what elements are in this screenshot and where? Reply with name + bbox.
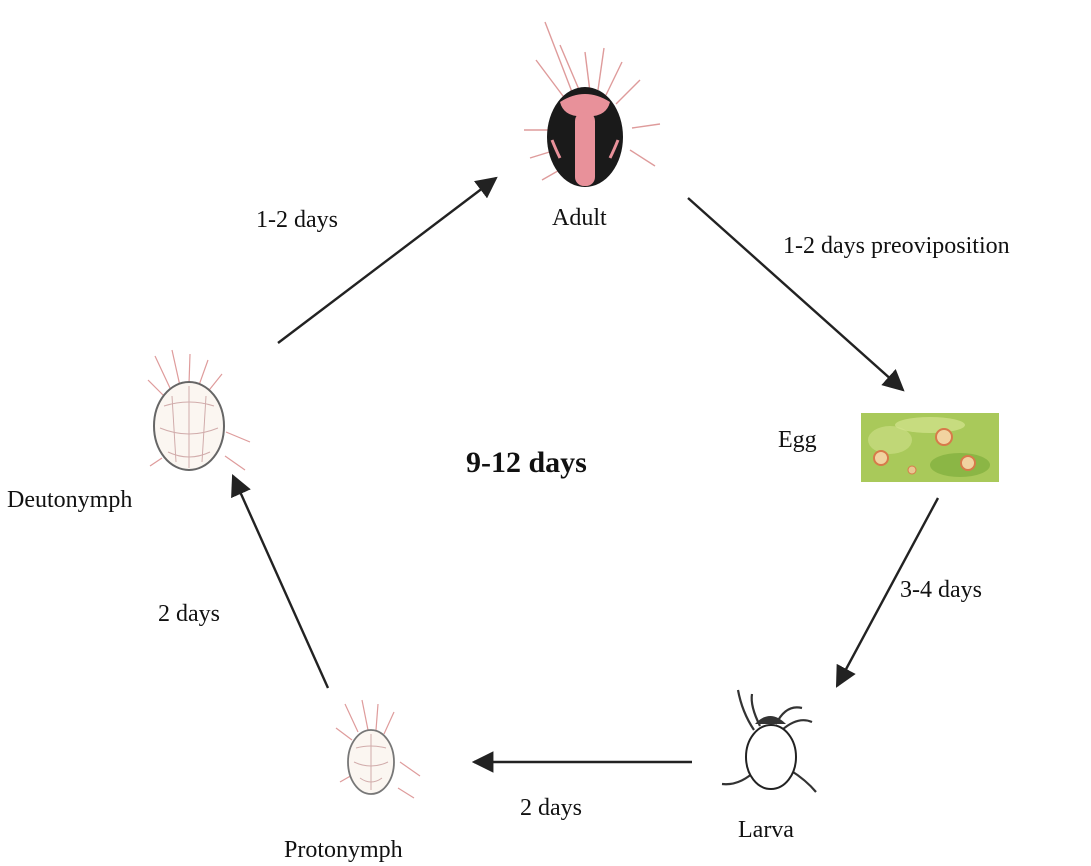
arrow-protonymph-to-deutonymph: [233, 476, 328, 688]
stage-label-larva: Larva: [738, 816, 794, 844]
transition-label-egg-to-larva: 3-4 days: [900, 576, 982, 604]
arrow-deutonymph-to-adult: [278, 178, 496, 343]
adult-mite-illustration: [524, 22, 660, 187]
transition-label-deutonymph-to-adult: 1-2 days: [256, 206, 338, 234]
stage-label-protonymph: Protonymph: [284, 836, 403, 864]
transition-label-protonymph-to-deutonymph: 2 days: [158, 600, 220, 628]
stage-label-adult: Adult: [552, 204, 607, 232]
deutonymph-illustration: [148, 350, 250, 470]
egg-on-leaf-illustration: [861, 413, 999, 482]
stage-label-egg: Egg: [778, 426, 817, 454]
total-duration-label: 9-12 days: [466, 446, 587, 480]
stage-label-deutonymph: Deutonymph: [7, 486, 132, 514]
transition-label-larva-to-protonymph: 2 days: [520, 794, 582, 822]
arrow-adult-to-egg: [688, 198, 903, 390]
transition-label-adult-to-egg: 1-2 days preoviposition: [783, 232, 1010, 260]
larva-illustration: [722, 690, 816, 792]
protonymph-illustration: [336, 700, 420, 798]
